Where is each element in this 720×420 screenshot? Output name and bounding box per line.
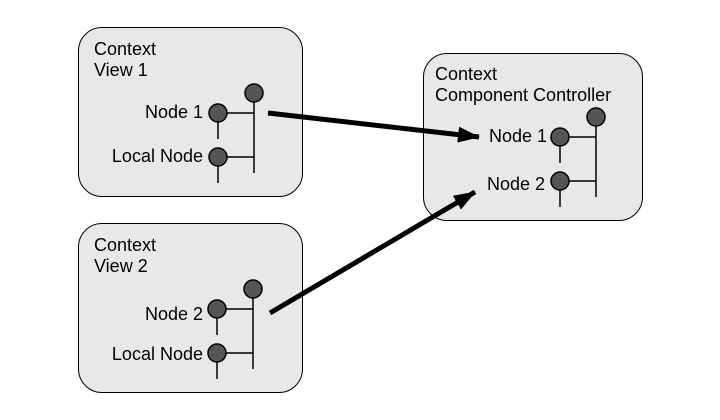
title-line: Context [94,39,157,59]
view2-local-node-label: Local Node [111,344,203,364]
title-line: Context [435,64,498,84]
context-component-controller-title: Context Component Controller [435,64,611,106]
context-view-1-title: Context View 1 [94,39,156,81]
view2-node2-label: Node 2 [144,304,203,324]
context-view-2-title: Context View 2 [94,235,156,277]
box-context-view-1 [78,27,303,197]
view1-node1-label: Node 1 [144,102,203,122]
title-line: View 2 [94,256,148,276]
title-line: Component Controller [435,85,612,105]
box-context-view-2 [78,223,303,393]
controller-node1-label: Node 1 [488,126,547,146]
title-line: View 1 [94,60,148,80]
controller-node2-label: Node 2 [486,174,545,194]
title-line: Context [94,235,157,255]
view1-local-node-label: Local Node [111,146,203,166]
